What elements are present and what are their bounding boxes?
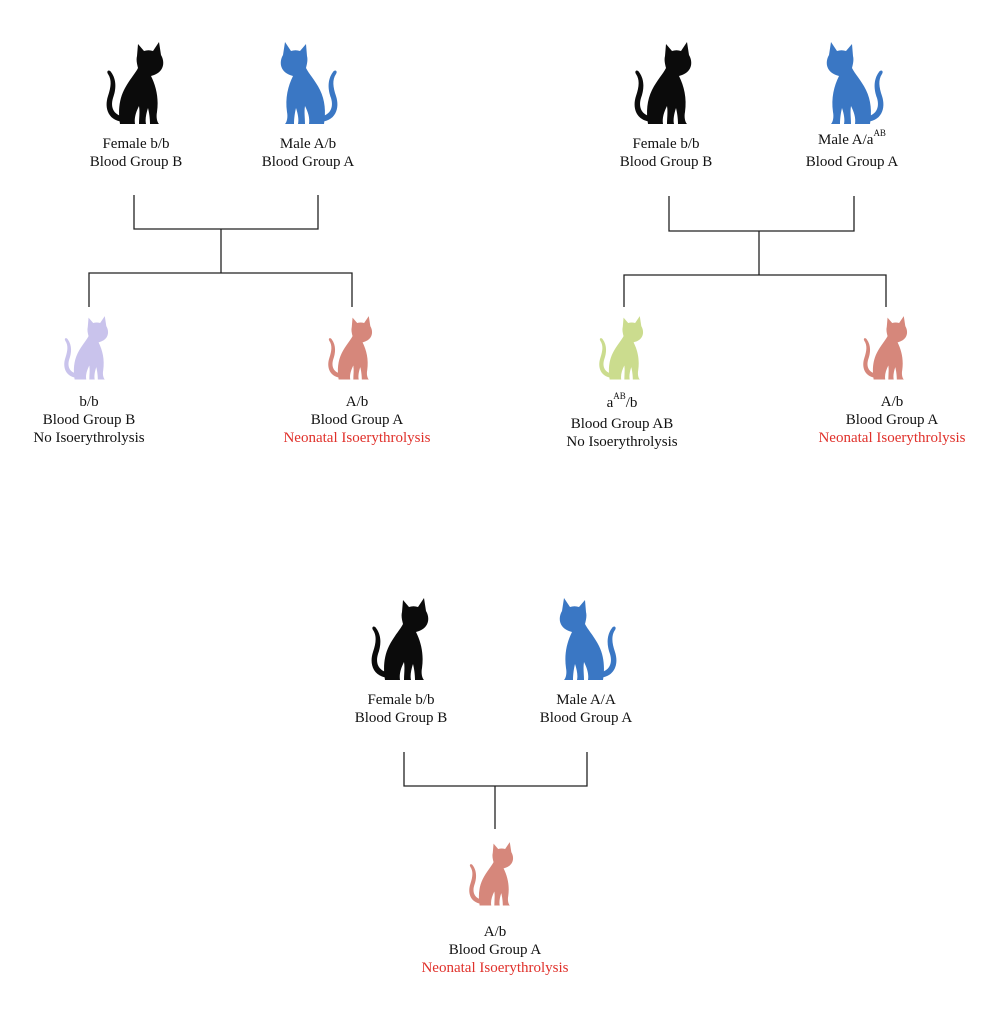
female-cat-icon xyxy=(634,42,692,124)
cross2-father-label: Male A/aAB Blood Group A xyxy=(805,128,899,171)
kitten-blood-a-icon xyxy=(863,316,908,380)
kitten-blood-a-icon xyxy=(469,842,514,906)
female-cat-icon xyxy=(371,598,429,680)
male-cat-icon xyxy=(280,42,338,124)
kitten-blood-a-icon xyxy=(328,316,373,380)
female-cat-icon xyxy=(106,42,164,124)
male-cat-icon xyxy=(559,598,617,680)
cross2-kitten-bracket xyxy=(623,274,887,307)
cross1-kitten-bracket xyxy=(88,272,353,307)
cross1-parent-bracket xyxy=(133,195,319,230)
kitten-blood-ab-icon xyxy=(599,316,644,380)
cross3-parent-bracket xyxy=(403,752,588,787)
cross2-parent-bracket xyxy=(668,196,855,232)
kitten-blood-b-icon xyxy=(64,316,109,380)
male-cat-icon xyxy=(826,42,884,124)
